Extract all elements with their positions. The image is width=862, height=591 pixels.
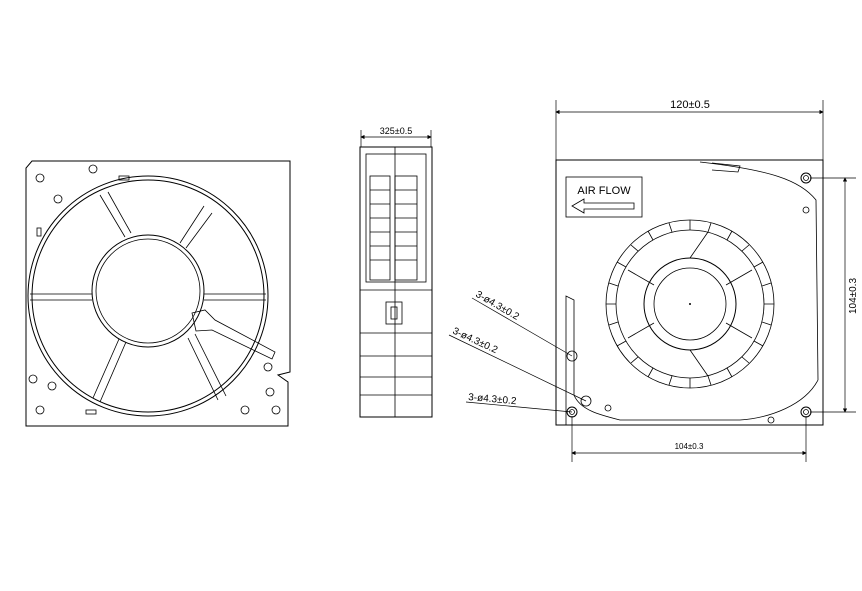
- hole-callout-1: 3-ø4.3±0.2: [474, 289, 522, 323]
- width-dim-label: 120±0.5: [670, 99, 710, 111]
- vertical-dim-label: 104±0.3: [848, 278, 859, 315]
- hole-callout-2: 3-ø4.3±0.2: [451, 326, 500, 357]
- thickness-dim-label: 325±0.5: [380, 126, 412, 136]
- airflow-box: [565, 176, 643, 218]
- hole-callout-3: 3-ø4.3±0.2: [468, 392, 518, 407]
- airflow-arrow: [571, 198, 635, 214]
- front-view: [25, 160, 291, 427]
- back-view: 120±0.5 AIR FLOW 104±0.3: [448, 99, 859, 462]
- impeller-blades: [606, 220, 774, 388]
- airflow-label: AIR FLOW: [577, 185, 631, 197]
- horizontal-dim-label: 104±0.3: [675, 442, 704, 451]
- side-view: 325±0.5: [359, 126, 433, 418]
